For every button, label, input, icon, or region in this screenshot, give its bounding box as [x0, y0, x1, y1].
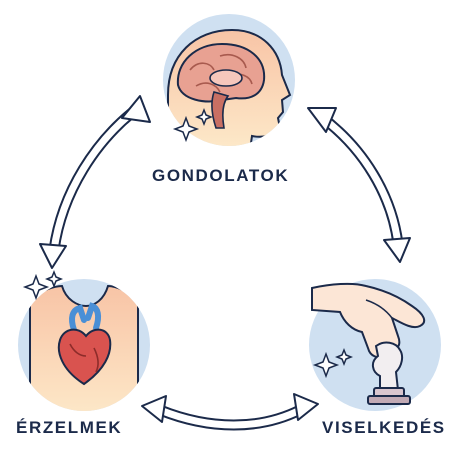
sparkle-icon — [22, 273, 50, 301]
hand-chess-piece-icon — [311, 282, 426, 405]
node-thoughts — [163, 14, 295, 146]
heart-torso-icon — [29, 284, 139, 411]
label-emotions: ÉRZELMEK — [16, 418, 123, 437]
sparkle-icon — [44, 269, 64, 289]
label-thoughts: GONDOLATOK — [152, 166, 290, 185]
label-behavior: VISELKEDÉS — [322, 418, 446, 437]
node-emotions — [18, 269, 150, 411]
head-brain-icon — [167, 28, 292, 146]
sparkle-icon — [172, 115, 200, 143]
node-behavior — [309, 279, 441, 411]
arrow-thoughts-behavior — [307, 107, 411, 263]
sparkle-icon — [334, 347, 354, 367]
arrow-emotions-behavior — [141, 393, 319, 431]
sparkle-icon — [312, 351, 340, 379]
sparkle-icon — [194, 107, 214, 127]
arrow-thoughts-emotions — [39, 95, 151, 269]
